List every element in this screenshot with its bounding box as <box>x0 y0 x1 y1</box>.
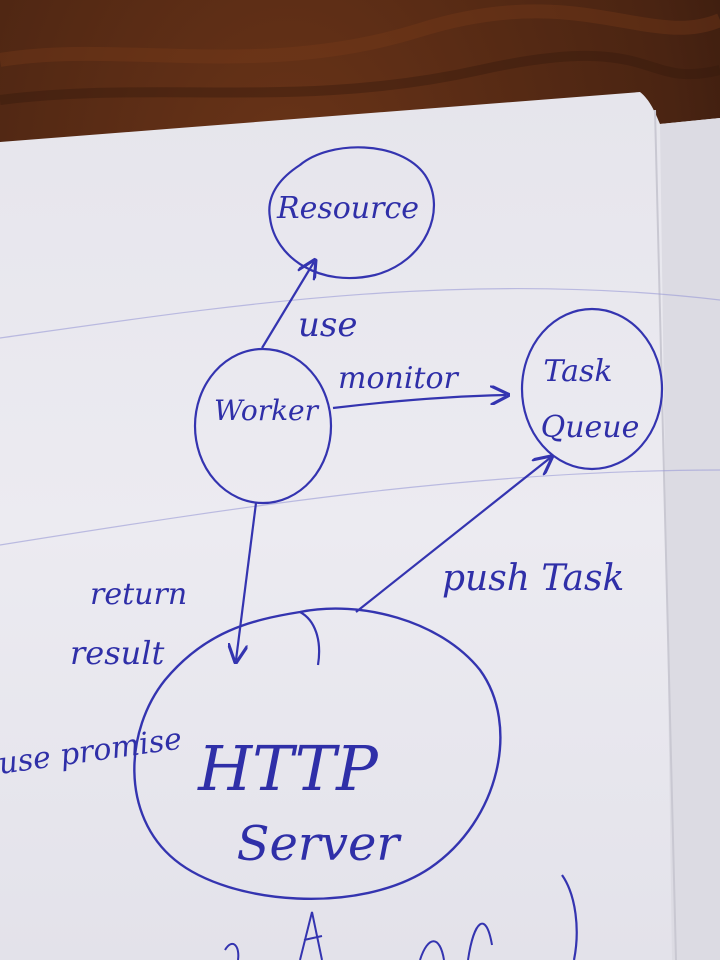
http-server-label-line2: Server <box>237 816 403 872</box>
task-queue-label-line2: Queue <box>541 410 640 445</box>
edge-label-push-task: push Task <box>442 558 624 599</box>
task-queue-node: Task Queue <box>520 307 664 471</box>
edge-label-result: result <box>70 634 165 672</box>
ruled-line <box>0 469 720 546</box>
edge-worker-taskqueue: monitor <box>332 361 506 410</box>
edge-httpserver-taskqueue: push Task <box>355 458 624 613</box>
edge-label-use: use <box>298 305 357 345</box>
cropped-handwriting <box>224 874 578 960</box>
http-server-node: HTTP Server <box>133 607 502 900</box>
resource-label: Resource <box>276 191 419 226</box>
edge-worker-httpserver: return result <box>70 502 258 672</box>
edge-label-return: return <box>90 577 187 612</box>
ruled-line <box>0 287 720 339</box>
resource-node: Resource <box>268 146 435 280</box>
http-server-label-line1: HTTP <box>197 732 379 805</box>
edge-label-monitor: monitor <box>338 361 460 396</box>
worker-node: Worker <box>193 347 333 505</box>
task-queue-label-line1: Task <box>543 354 612 389</box>
worker-label: Worker <box>214 394 320 427</box>
notebook-page <box>0 92 720 960</box>
notebook-right-page <box>660 118 720 960</box>
edge-worker-resource: use <box>261 262 357 349</box>
